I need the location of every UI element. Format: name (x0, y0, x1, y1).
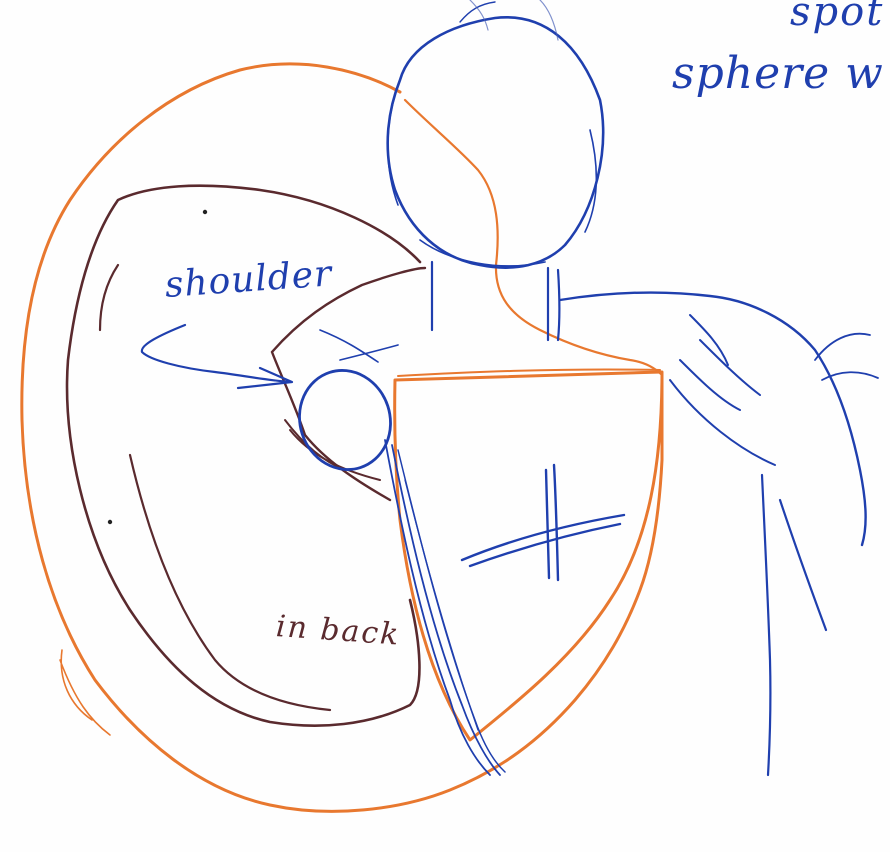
head-outline (388, 17, 603, 267)
annotation-in-back: in back (275, 612, 401, 651)
head-sketch-icon (388, 2, 603, 340)
annotation-top-right-line2: sphere w (672, 52, 884, 96)
right-hand (815, 334, 878, 380)
shield-outline (395, 372, 662, 740)
right-arm-outline (560, 293, 878, 775)
sphere-callout-arrow (142, 325, 292, 388)
shoulder-guard-2 (285, 420, 380, 480)
cape-outline-stroke (22, 64, 662, 811)
paper-dot-2 (108, 520, 112, 524)
right-sleeve (670, 315, 775, 465)
shield-sketch-icon (395, 369, 662, 740)
right-shoulder-line (560, 293, 866, 545)
cross-horizontal (462, 515, 624, 566)
paper-dot-1 (203, 210, 207, 214)
shoulder-sphere-icon (142, 325, 403, 481)
head-outline-2 (388, 95, 596, 266)
cape-outline-stroke-2 (405, 100, 662, 375)
annotation-top-right-line1: spot (790, 0, 884, 32)
shoulder-sphere (287, 359, 403, 482)
cross-mark-icon (462, 465, 624, 580)
cross-vertical (546, 465, 558, 580)
cape-outline-icon (22, 64, 662, 811)
shoulder-callout-line (320, 330, 398, 362)
right-forearm (762, 475, 826, 775)
